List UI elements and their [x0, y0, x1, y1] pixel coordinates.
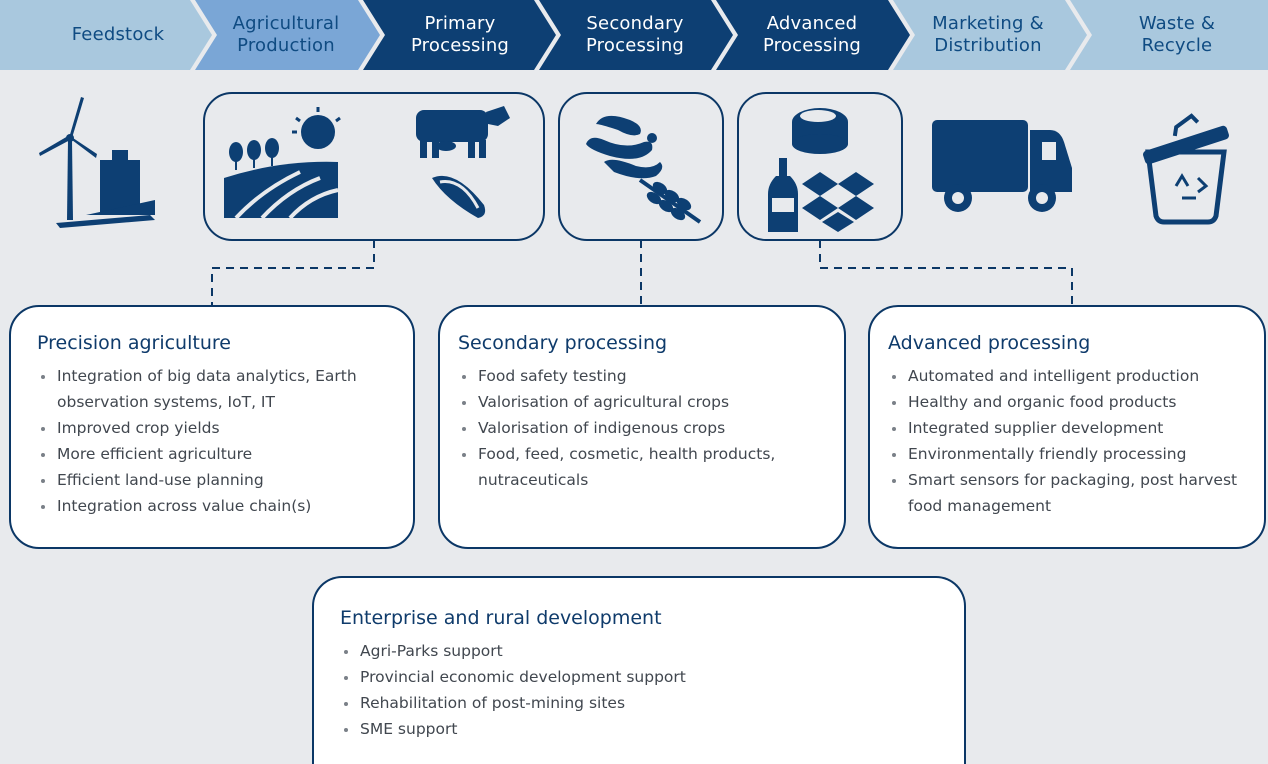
connector-precision — [211, 240, 375, 305]
wine-bottle-icon — [768, 158, 798, 232]
recycle-bin-icon — [1143, 113, 1229, 225]
stage-label-marketing-distribution: Marketing & Distribution — [932, 13, 1044, 56]
icon-group-secondary — [558, 92, 724, 241]
card-enterprise-rural-development: Enterprise and rural development Agri-Pa… — [312, 576, 966, 764]
list-item: Automated and intelligent production — [888, 363, 1258, 389]
stage-label-advanced-processing: Advanced Processing — [762, 13, 862, 56]
chevron-marketing-distribution — [893, 0, 1087, 70]
stage-label-agricultural-production: Agricultural Production — [232, 13, 340, 56]
list-item: Integration across value chain(s) — [37, 493, 403, 519]
corn-icon — [432, 175, 486, 218]
chevron-secondary-processing — [539, 0, 733, 70]
card-title: Precision agriculture — [37, 332, 231, 354]
card-list: Agri-Parks support Provincial economic d… — [340, 638, 954, 742]
chevron-agricultural-production — [195, 0, 380, 70]
value-chain-chevrons — [0, 0, 1268, 70]
list-item: Integration of big data analytics, Earth… — [37, 363, 357, 415]
list-item: Food safety testing — [458, 363, 834, 389]
list-item: Provincial economic development support — [340, 664, 954, 690]
card-list: Food safety testing Valorisation of agri… — [458, 363, 834, 493]
sausage-icon — [586, 115, 663, 179]
card-advanced-processing: Advanced processing Automated and intell… — [868, 305, 1266, 549]
wheat-icon — [638, 178, 702, 224]
chevron-advanced-processing — [716, 0, 910, 70]
farm-field-icon — [224, 107, 341, 220]
card-title: Advanced processing — [888, 332, 1091, 354]
stage-label-primary-processing: Primary Processing — [410, 13, 510, 56]
cow-icon — [416, 106, 510, 158]
stage-label-waste-recycle: Waste & Recycle — [1138, 13, 1216, 56]
card-precision-agriculture: Precision agriculture Integration of big… — [9, 305, 415, 549]
list-item: More efficient agriculture — [37, 441, 403, 467]
list-item: Rehabilitation of post-mining sites — [340, 690, 954, 716]
list-item: Smart sensors for packaging, post harves… — [888, 467, 1238, 519]
list-item: Valorisation of agricultural crops — [458, 389, 834, 415]
chevron-primary-processing — [363, 0, 556, 70]
truck-icon — [932, 120, 1072, 212]
card-title: Enterprise and rural development — [340, 607, 662, 629]
list-item: SME support — [340, 716, 954, 742]
stage-label-secondary-processing: Secondary Processing — [585, 13, 685, 56]
card-title: Secondary processing — [458, 332, 668, 354]
chevron-feedstock — [0, 0, 212, 70]
dropbox-box-icon — [802, 172, 874, 232]
list-item: Food, feed, cosmetic, health products, n… — [458, 441, 828, 493]
list-item: Agri-Parks support — [340, 638, 954, 664]
list-item: Integrated supplier development — [888, 415, 1258, 441]
chevron-waste-recycle — [1070, 0, 1268, 70]
card-list: Integration of big data analytics, Earth… — [37, 363, 403, 519]
list-item: Environmentally friendly processing — [888, 441, 1258, 467]
list-item: Improved crop yields — [37, 415, 403, 441]
card-secondary-processing: Secondary processing Food safety testing… — [438, 305, 846, 549]
list-item: Healthy and organic food products — [888, 389, 1258, 415]
canned-food-icon — [792, 108, 848, 154]
connector-advanced — [819, 240, 1073, 305]
list-item: Valorisation of indigenous crops — [458, 415, 834, 441]
stage-label-feedstock: Feedstock — [71, 24, 165, 45]
wind-turbine-icon — [39, 97, 155, 228]
card-list: Automated and intelligent production Hea… — [888, 363, 1258, 519]
list-item: Efficient land-use planning — [37, 467, 403, 493]
